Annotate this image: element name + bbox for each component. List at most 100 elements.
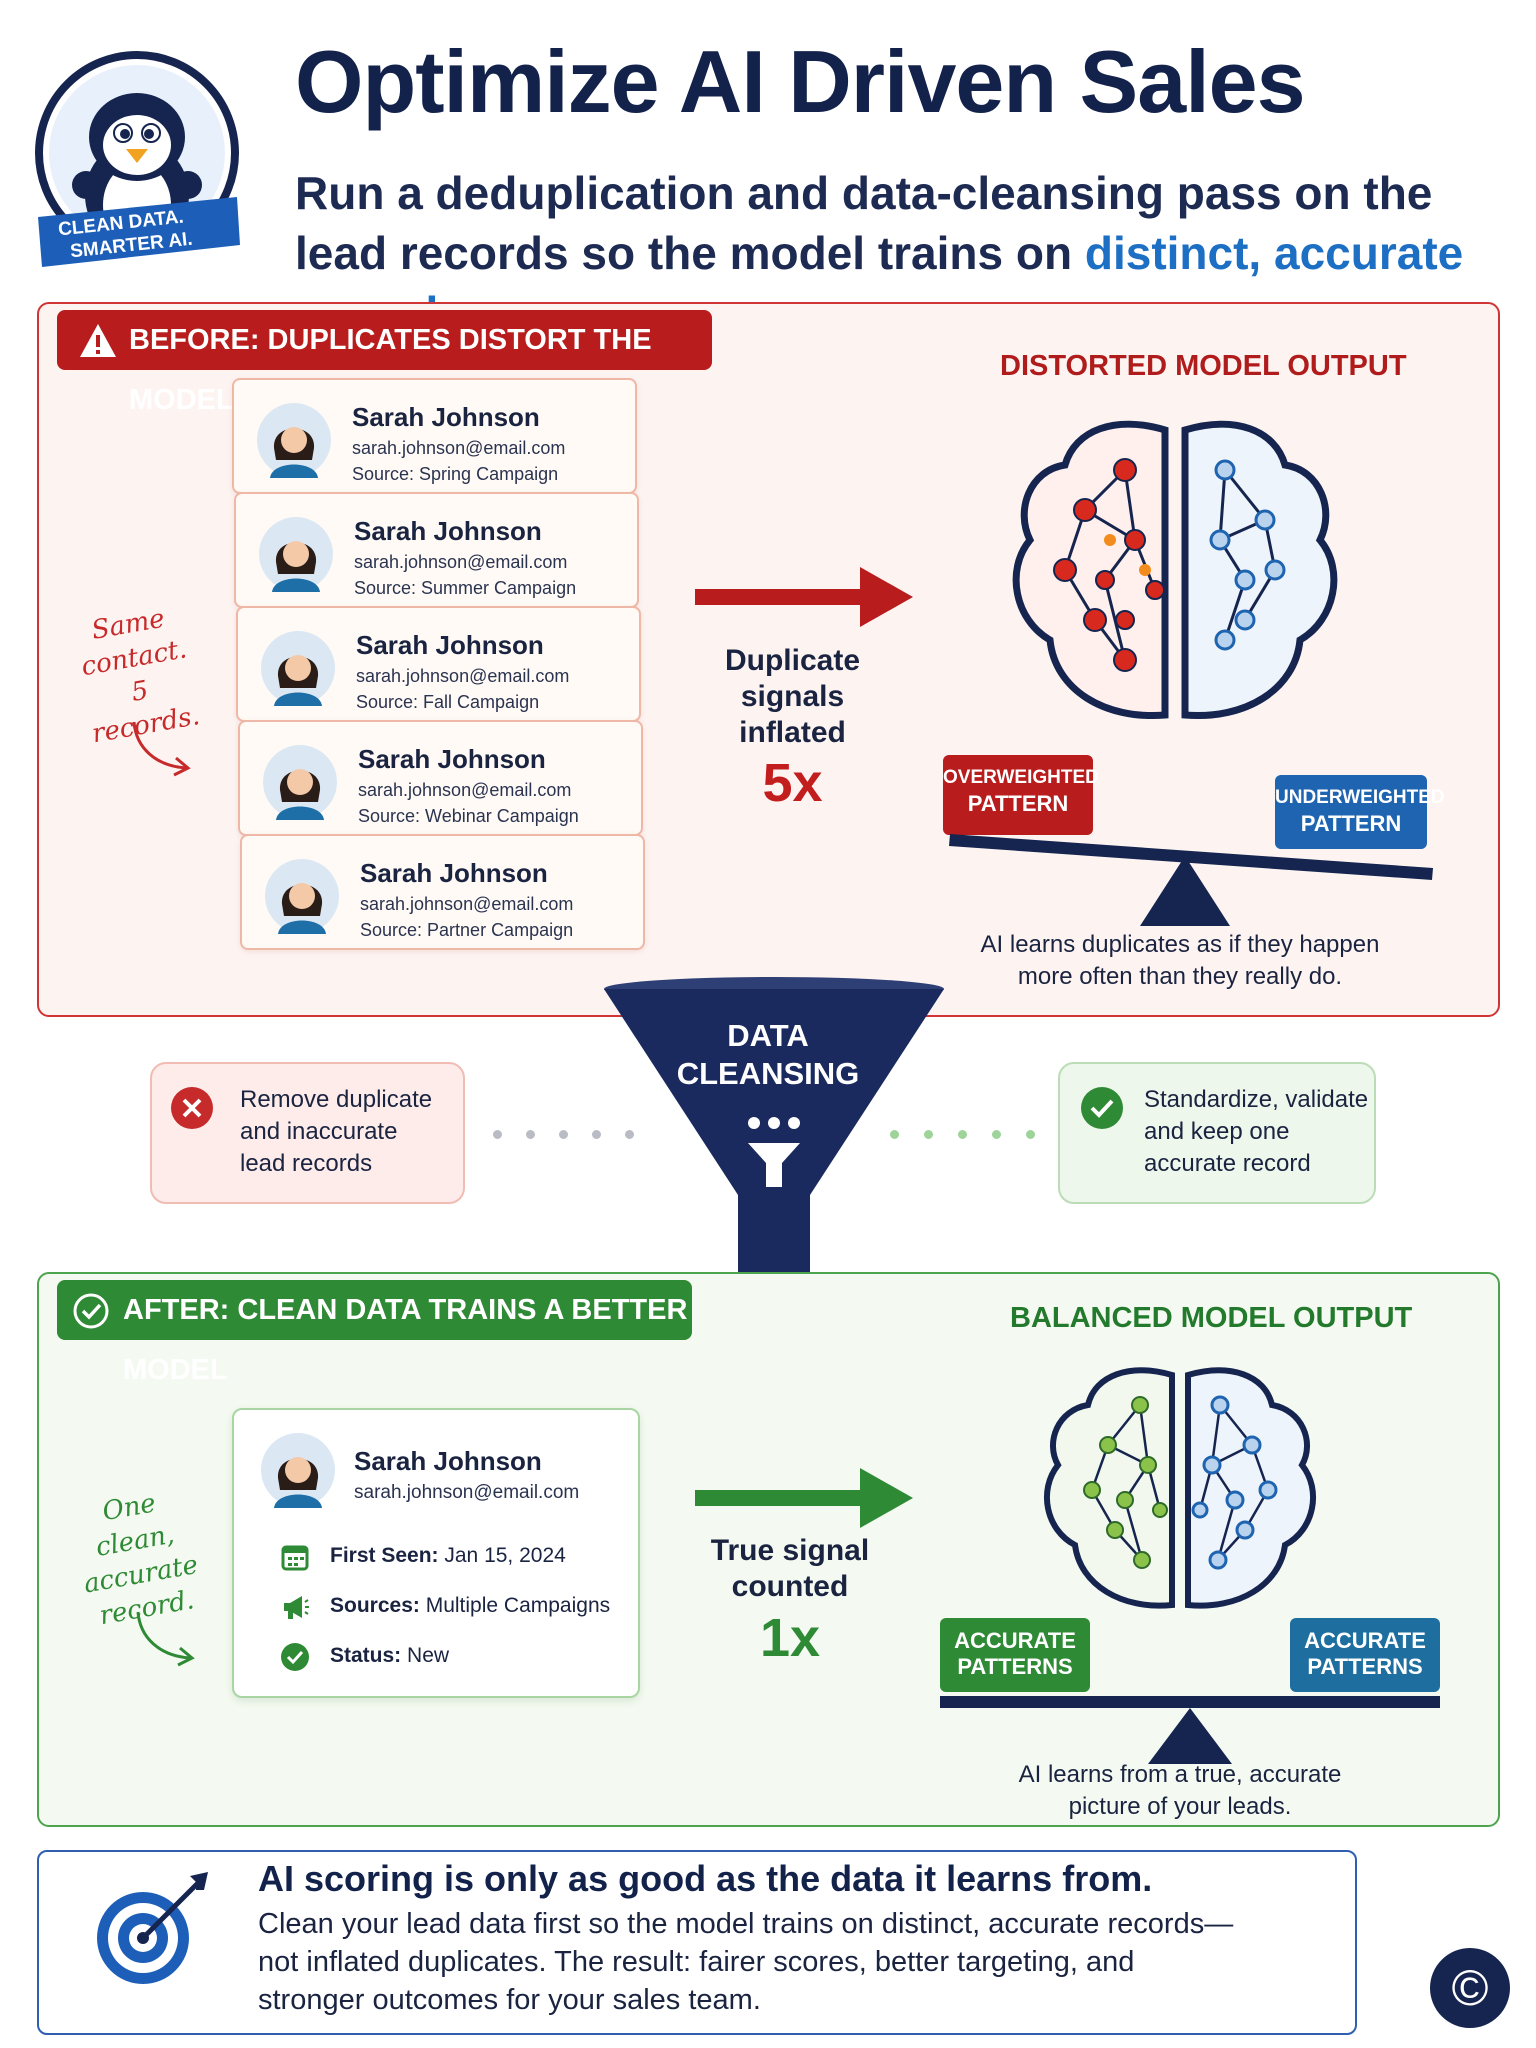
true-signal-text: True signal counted: [690, 1533, 890, 1605]
record-name: Sarah Johnson: [354, 1446, 542, 1476]
status-detail: Status: New: [330, 1644, 449, 1668]
caption-line: AI learns duplicates as if they happen: [980, 931, 1380, 958]
curved-arrow-icon: [132, 1608, 202, 1673]
avatar: [261, 1433, 335, 1508]
record-email: sarah.johnson@email.com: [358, 780, 572, 800]
before-caption: AI learns duplicates as if they happen m…: [940, 929, 1420, 993]
status-check-icon: [281, 1643, 309, 1671]
first-seen-label: First Seen:: [330, 1544, 439, 1567]
remove-line: lead records: [240, 1150, 373, 1177]
avatar: [257, 403, 331, 478]
record-source: Source: Summer Campaign: [354, 578, 577, 598]
record-name: Sarah Johnson: [352, 402, 540, 432]
signal-line: signals: [740, 680, 845, 713]
summary-line: stronger outcomes for your sales team.: [258, 1984, 761, 2016]
standardize-line: and keep one: [1144, 1118, 1290, 1145]
record-name: Sarah Johnson: [360, 858, 548, 888]
summary-body: Clean your lead data first so the model …: [258, 1905, 1318, 2019]
avatar: [265, 859, 339, 934]
remove-line: Remove duplicate: [240, 1086, 433, 1113]
record-card: Sarah Johnson sarah.johnson@email.com So…: [232, 378, 637, 494]
remove-duplicates-box: Remove duplicate and inaccurate lead rec…: [150, 1062, 465, 1204]
record-email: sarah.johnson@email.com: [354, 1482, 580, 1503]
record-card: Sarah Johnson sarah.johnson@email.com So…: [240, 834, 645, 950]
red-arrow-icon: [695, 565, 915, 634]
tag-line: UNDERWEIGHTED: [1275, 787, 1445, 808]
avatar: [263, 745, 337, 820]
summary-line: Clean your lead data first so the model …: [258, 1908, 1234, 1940]
copyright-icon: ©: [1430, 1948, 1510, 2028]
inflation-multiplier: 5x: [762, 753, 823, 813]
avatar: [259, 517, 333, 592]
tag-line: ACCURATE: [1304, 1628, 1426, 1653]
data-cleansing-funnel: [600, 975, 948, 1325]
tag-line: PATTERN: [1300, 811, 1402, 836]
signal-line: True signal: [710, 1534, 870, 1567]
dotted-connector-right: [890, 1130, 1040, 1140]
clean-record-card: Sarah Johnson sarah.johnson@email.com Fi…: [232, 1408, 640, 1698]
first-seen-value: Jan 15, 2024: [444, 1544, 566, 1567]
check-circle-icon: [72, 1292, 110, 1330]
check-circle-icon: [1080, 1086, 1124, 1135]
record-card: Sarah Johnson sarah.johnson@email.com So…: [234, 492, 639, 608]
accurate-patterns-tag-left: ACCURATE PATTERNS: [940, 1618, 1090, 1692]
curved-arrow-icon: [128, 718, 198, 783]
signal-line: counted: [731, 1570, 849, 1603]
accurate-patterns-tag-right: ACCURATE PATTERNS: [1290, 1618, 1440, 1692]
caption-line: picture of your leads.: [1068, 1793, 1292, 1820]
record-name: Sarah Johnson: [354, 516, 542, 546]
page-title: Optimize AI Driven Sales: [295, 32, 1306, 131]
calendar-icon: [281, 1545, 309, 1571]
caption-line: more often than they really do.: [1017, 963, 1343, 990]
standardize-line: accurate record: [1144, 1150, 1311, 1177]
tag-line: OVERWEIGHTED: [943, 767, 1099, 788]
record-card: Sarah Johnson sarah.johnson@email.com So…: [236, 606, 641, 722]
summary-headline: AI scoring is only as good as the data i…: [258, 1858, 1153, 1899]
tag-line: PATTERNS: [957, 1654, 1073, 1679]
x-circle-icon: [170, 1086, 214, 1135]
avatar: [261, 631, 335, 706]
sources-value: Multiple Campaigns: [425, 1594, 611, 1617]
dotted-connector-left: [493, 1130, 643, 1140]
tag-line: ACCURATE: [954, 1628, 1076, 1653]
record-name: Sarah Johnson: [358, 744, 546, 774]
status-label: Status:: [330, 1644, 402, 1667]
summary-line: not inflated duplicates. The result: fai…: [258, 1946, 1135, 1978]
balanced-output-title: BALANCED MODEL OUTPUT: [1010, 1302, 1413, 1334]
record-email: sarah.johnson@email.com: [354, 552, 568, 572]
distorted-output-title: DISTORTED MODEL OUTPUT: [1000, 350, 1407, 382]
sources-label: Sources:: [330, 1594, 420, 1617]
page-subtitle: Run a deduplication and data-cleansing p…: [295, 163, 1525, 343]
record-source: Source: Spring Campaign: [352, 464, 559, 484]
subtitle-lead: Run a deduplication and data-cleansing p…: [295, 167, 1433, 279]
status-value: New: [407, 1644, 450, 1667]
remove-text: Remove duplicate and inaccurate lead rec…: [240, 1084, 432, 1180]
record-email: sarah.johnson@email.com: [360, 894, 574, 914]
sources-detail: Sources: Multiple Campaigns: [330, 1594, 610, 1618]
before-banner: BEFORE: DUPLICATES DISTORT THE MODEL: [57, 310, 712, 416]
overweighted-pattern-tag: OVERWEIGHTED PATTERN: [943, 755, 1099, 835]
funnel-label: DATA CLEANSING: [668, 1017, 868, 1093]
warning-icon: [78, 322, 118, 360]
mascot-logo: CLEAN DATA. SMARTER AI.: [30, 45, 245, 285]
record-source: Source: Webinar Campaign: [358, 806, 579, 826]
duplicate-records-stack: Sarah Johnson sarah.johnson@email.com So…: [220, 378, 660, 978]
first-seen-detail: First Seen: Jan 15, 2024: [330, 1544, 566, 1568]
tag-line: PATTERN: [967, 791, 1069, 816]
balanced-brain-icon: [1030, 1360, 1330, 1620]
signal-line: Duplicate: [724, 644, 861, 677]
signal-line: inflated: [739, 716, 846, 749]
after-banner: AFTER: CLEAN DATA TRAINS A BETTER MODEL: [57, 1280, 692, 1386]
duplicate-signals-text: Duplicate signals inflated: [690, 643, 895, 751]
standardize-box: Standardize, validate and keep one accur…: [1058, 1062, 1376, 1204]
caption-line: AI learns from a true, accurate: [1018, 1761, 1342, 1788]
record-source: Source: Fall Campaign: [356, 692, 540, 712]
distorted-brain-icon: [995, 410, 1355, 750]
megaphone-icon: [284, 1596, 309, 1619]
funnel-line: CLEANSING: [676, 1056, 860, 1091]
green-arrow-icon: [695, 1466, 915, 1535]
after-caption: AI learns from a true, accurate picture …: [940, 1759, 1420, 1823]
tag-line: PATTERNS: [1307, 1654, 1423, 1679]
true-multiplier: 1x: [759, 1608, 821, 1668]
target-icon: [88, 1868, 218, 1993]
